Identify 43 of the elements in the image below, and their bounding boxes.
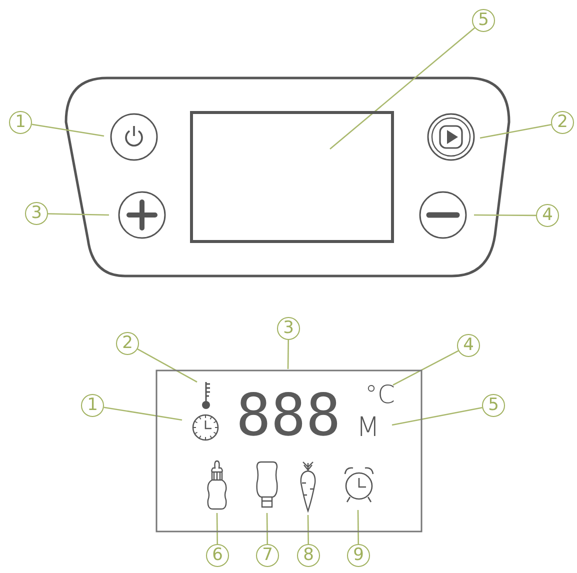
thermometer-icon — [199, 380, 213, 410]
callout-number: 3 — [25, 202, 48, 225]
callout-number: 7 — [256, 544, 279, 567]
play-button — [427, 113, 475, 161]
unit-symbol: °C — [366, 380, 394, 408]
callout-number: 5 — [482, 394, 505, 417]
leader-line — [330, 27, 476, 150]
alarm-clock-icon — [343, 465, 375, 505]
leader-line — [216, 513, 218, 544]
leader-line — [357, 510, 360, 544]
digit-readout: 888 — [236, 386, 341, 444]
callout-number: 6 — [206, 544, 229, 567]
leader-line — [307, 515, 309, 544]
callout-number: 1 — [9, 111, 32, 134]
callout-number: 9 — [347, 544, 370, 567]
callout-number: 2 — [116, 332, 139, 355]
leader-line — [266, 513, 268, 544]
plus-button — [118, 191, 166, 239]
leader-line — [137, 348, 198, 383]
leader-line — [480, 124, 552, 139]
callout-number: 4 — [457, 334, 480, 357]
leader-line — [32, 124, 104, 137]
leader-line — [474, 214, 536, 216]
callout-number: 4 — [536, 204, 559, 227]
clock-icon — [192, 414, 219, 441]
callout-number: 1 — [81, 394, 104, 417]
carrot-icon — [298, 459, 318, 512]
leader-line — [104, 406, 182, 421]
food-pouch-icon — [256, 461, 278, 510]
display-panel — [155, 369, 423, 533]
leader-line — [392, 407, 482, 426]
leader-line — [287, 340, 289, 369]
leader-line — [48, 213, 110, 216]
power-button — [110, 113, 158, 161]
minus-button — [419, 191, 467, 239]
callout-number: 2 — [551, 111, 574, 134]
callout-number: 8 — [297, 544, 320, 567]
display-screen — [190, 111, 394, 243]
baby-bottle-icon — [206, 460, 228, 510]
unit-symbol: M — [355, 414, 381, 440]
callout-number: 3 — [277, 317, 300, 340]
callout-number: 5 — [472, 9, 495, 32]
leader-line — [392, 350, 459, 386]
